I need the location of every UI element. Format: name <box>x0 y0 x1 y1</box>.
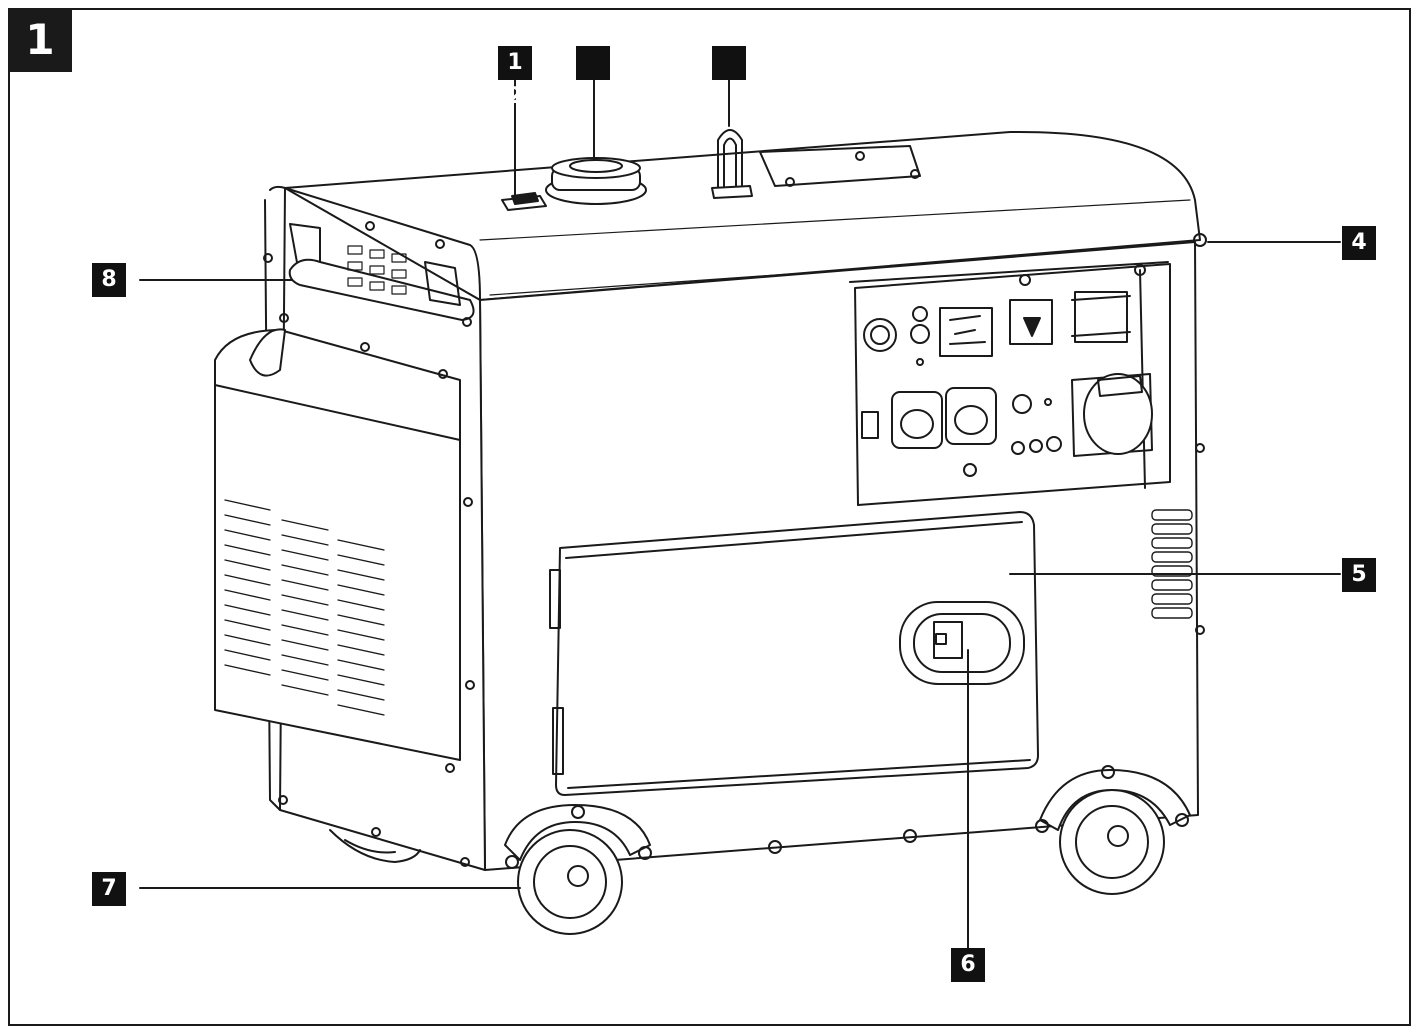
callout-1-2: 1 2 <box>498 46 532 109</box>
front-right-wheel <box>1035 765 1191 895</box>
figure-frame <box>8 8 1411 1026</box>
callout-4: 4 <box>1342 226 1376 260</box>
control-panel <box>849 261 1171 506</box>
callout-blank-a <box>576 46 610 80</box>
carry-handle <box>263 221 475 327</box>
door-latch <box>899 601 1025 685</box>
figure-number-badge: 1 <box>8 8 72 72</box>
front-left-wheel <box>504 804 652 935</box>
rear-wheel <box>329 829 421 863</box>
callout-8: 8 <box>92 263 126 297</box>
leader-lines <box>139 79 1341 949</box>
exhaust-cover <box>214 313 475 867</box>
outlets <box>861 373 1153 457</box>
top-switch <box>501 192 547 211</box>
service-door <box>549 511 1039 796</box>
callout-5: 5 <box>1342 558 1376 592</box>
callout-7: 7 <box>92 872 126 906</box>
lifting-eye <box>711 129 753 199</box>
side-vents <box>1151 509 1193 619</box>
exhaust-outlet <box>1193 233 1207 247</box>
callout-blank-b <box>712 46 746 80</box>
fuel-cap <box>545 157 647 205</box>
callout-6: 6 <box>951 948 985 982</box>
top-panel <box>759 145 921 187</box>
louvres <box>224 499 385 716</box>
